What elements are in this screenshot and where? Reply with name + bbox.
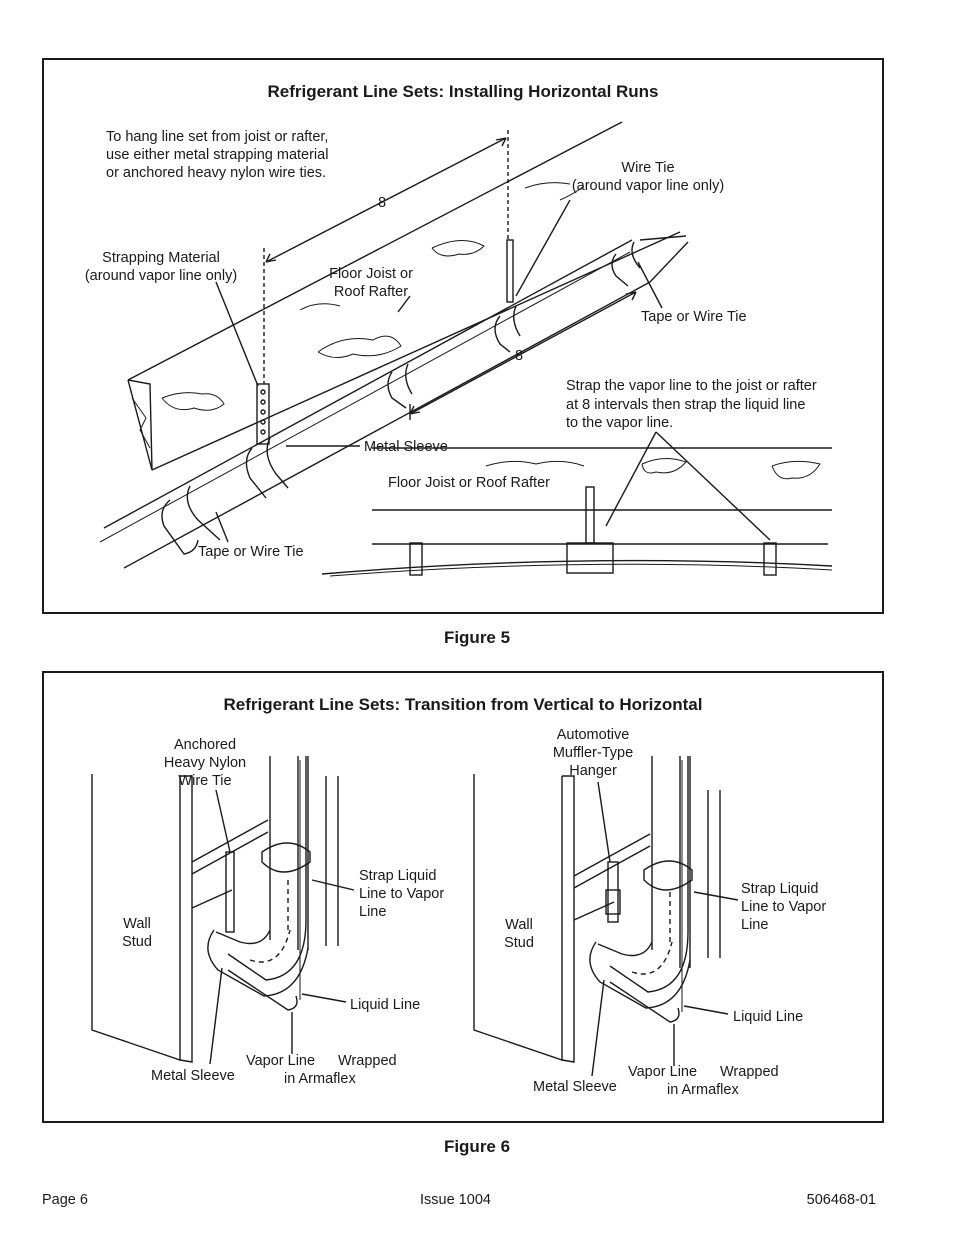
right-strap-label-3: Line: [741, 917, 768, 933]
strapping-label-1: Strapping Material: [102, 250, 220, 266]
strap-note-line-2: at 8 intervals then strap the liquid lin…: [566, 397, 805, 413]
left-anchored-label-2: Heavy Nylon: [164, 755, 246, 771]
hang-note-line-3: or anchored heavy nylon wire ties.: [106, 165, 326, 181]
left-strap-label-1: Strap Liquid: [359, 868, 436, 884]
hang-note-line-1: To hang line set from joist or rafter,: [106, 129, 328, 145]
left-strap-label-3: Line: [359, 904, 386, 920]
right-vapor-line-label: Vapor Line: [628, 1064, 697, 1080]
right-strap-label-1: Strap Liquid: [741, 881, 818, 897]
right-wrapped-label-2: in Armaflex: [667, 1082, 739, 1098]
right-wall-label-1: Wall: [505, 917, 533, 933]
footer-page-number: Page 6: [42, 1192, 88, 1208]
joist-top-edge: [127, 121, 623, 381]
right-metal-sleeve-label: Metal Sleeve: [533, 1079, 617, 1095]
right-hanger-label-3: Hanger: [569, 763, 617, 779]
vapor-line-bottom: [123, 281, 651, 569]
left-anchored-label-3: Wire Tie: [178, 773, 231, 789]
right-strap-label-2: Line to Vapor: [741, 899, 826, 915]
right-wrapped-label-1: Wrapped: [720, 1064, 779, 1080]
wire-tie-label-2: (around vapor line only): [572, 178, 724, 194]
right-wall-stud: [473, 774, 563, 1061]
left-wrapped-label-2: in Armaflex: [284, 1071, 356, 1087]
left-anchored-label-1: Anchored: [174, 737, 236, 753]
left-metal-sleeve-label: Metal Sleeve: [151, 1068, 235, 1084]
dimension-mid-label: 8: [515, 348, 523, 364]
joist-bottom-edge: [151, 231, 681, 471]
strap-note-line-1: Strap the vapor line to the joist or raf…: [566, 378, 817, 394]
figure-6-title: Refrigerant Line Sets: Transition from V…: [223, 695, 703, 714]
wire-tie-label-1: Wire Tie: [621, 160, 674, 176]
figure-5-caption: Figure 5: [443, 628, 511, 647]
tape-right-label: Tape or Wire Tie: [641, 309, 747, 325]
joist-side-label: Floor Joist or Roof Rafter: [388, 475, 550, 491]
left-vapor-line-label: Vapor Line: [246, 1053, 315, 1069]
strap-note-line-3: to the vapor line.: [566, 415, 673, 431]
dimension-top-label: 8: [378, 195, 386, 211]
tape-left-label: Tape or Wire Tie: [198, 544, 304, 560]
figure-5-illustration: [99, 121, 833, 577]
figure-5-title: Refrigerant Line Sets: Installing Horizo…: [267, 82, 659, 101]
footer-doc-number: 506468-01: [806, 1192, 876, 1208]
left-wrapped-label-1: Wrapped: [338, 1053, 397, 1069]
right-hanger-label-2: Muffler-Type: [553, 745, 633, 761]
figure-5-frame: Refrigerant Line Sets: Installing Horizo…: [42, 58, 884, 614]
vapor-line-top: [103, 239, 633, 529]
left-strap-label-2: Line to Vapor: [359, 886, 444, 902]
right-hanger-label-1: Automotive: [557, 727, 630, 743]
metal-sleeve-label: Metal Sleeve: [364, 439, 448, 455]
left-wall-stud: [91, 774, 181, 1061]
joist-label-1: Floor Joist or: [329, 266, 413, 282]
figure-6-frame: Refrigerant Line Sets: Transition from V…: [42, 671, 884, 1123]
figure-6-caption: Figure 6: [443, 1137, 511, 1156]
strapping-label-2: (around vapor line only): [85, 268, 237, 284]
footer-issue: Issue 1004: [420, 1192, 491, 1208]
joist-label-2: Roof Rafter: [334, 284, 408, 300]
hang-note-line-2: use either metal strapping material: [106, 147, 328, 163]
figure-5-labels: To hang line set from joist or rafter, u…: [85, 129, 817, 560]
right-liquid-line-label: Liquid Line: [733, 1009, 803, 1025]
left-wall-label-1: Wall: [123, 916, 151, 932]
left-liquid-line-label: Liquid Line: [350, 997, 420, 1013]
right-wall-label-2: Stud: [504, 935, 534, 951]
left-wall-label-2: Stud: [122, 934, 152, 950]
